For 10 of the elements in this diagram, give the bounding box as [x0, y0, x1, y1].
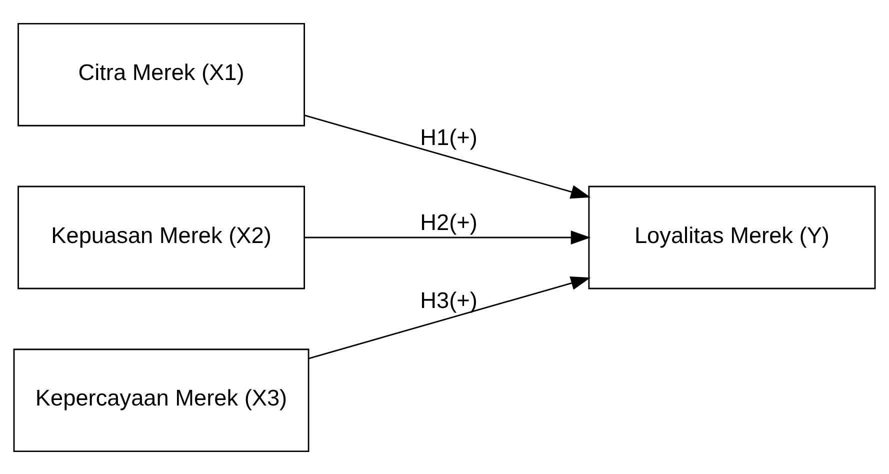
edge-label: H1(+) [420, 124, 478, 150]
node-box: Kepercayaan Merek (X3) [13, 348, 310, 452]
node-box: Citra Merek (X1) [18, 22, 306, 126]
edge-label: H3(+) [420, 286, 478, 313]
edge-label: H2(+) [420, 208, 478, 235]
arrow [308, 276, 591, 359]
arrow [304, 114, 591, 198]
node-box: Loyalitas Merek (Y) [588, 185, 876, 289]
node-box: Kepuasan Merek (X2) [18, 185, 306, 289]
arrow [304, 230, 591, 244]
